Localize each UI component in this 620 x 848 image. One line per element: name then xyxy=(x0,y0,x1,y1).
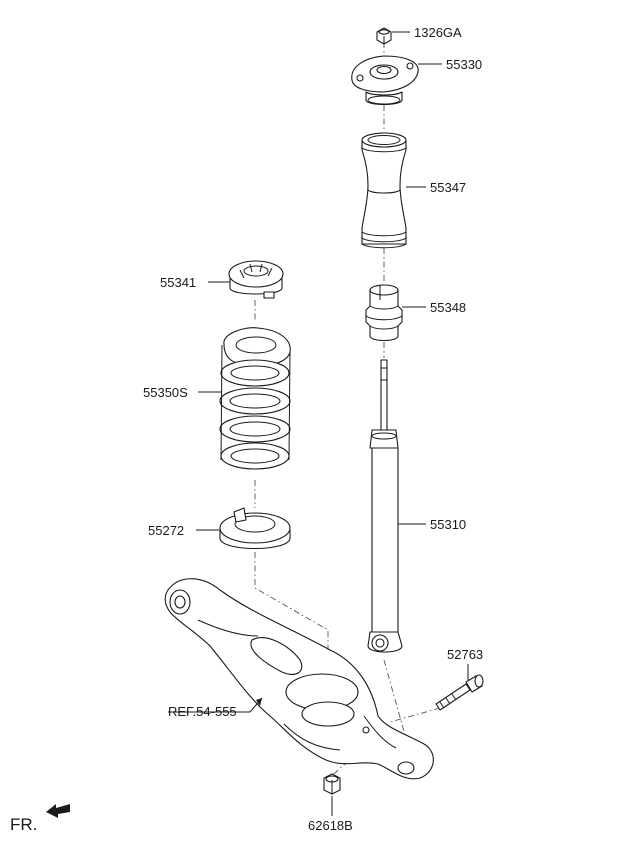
dust-cover-part xyxy=(361,132,407,249)
label-dust-cover: 55347 xyxy=(430,180,466,195)
ref-arrowhead xyxy=(256,698,262,706)
label-mount: 55330 xyxy=(446,57,482,72)
label-shock-absorber: 55310 xyxy=(430,517,466,532)
label-lower-nut: 62618B xyxy=(308,818,353,833)
nut-part xyxy=(376,27,392,45)
coil-spring-part xyxy=(219,327,291,470)
bump-stopper-part xyxy=(365,284,403,342)
label-lower-pad: 55272 xyxy=(148,523,184,538)
label-coil-spring: 55350S xyxy=(143,385,188,400)
lower-nut-part xyxy=(323,773,341,795)
front-direction-label: FR. xyxy=(10,815,37,834)
mount-part xyxy=(351,55,419,106)
label-bump-stopper: 55348 xyxy=(430,300,466,315)
assembly-centerlines xyxy=(254,42,441,777)
leader-lines xyxy=(168,31,469,816)
front-arrow-icon xyxy=(46,804,70,818)
label-bolt: 52763 xyxy=(447,647,483,662)
shock-absorber-part xyxy=(367,359,403,653)
reference-label: REF.54-555 xyxy=(168,704,237,719)
bolt-part xyxy=(435,674,484,711)
label-nut: 1326GA xyxy=(414,25,462,40)
upper-pad-part xyxy=(228,260,284,299)
lower-pad-part xyxy=(219,507,291,550)
label-upper-pad: 55341 xyxy=(160,275,196,290)
lower-control-arm xyxy=(164,578,434,780)
